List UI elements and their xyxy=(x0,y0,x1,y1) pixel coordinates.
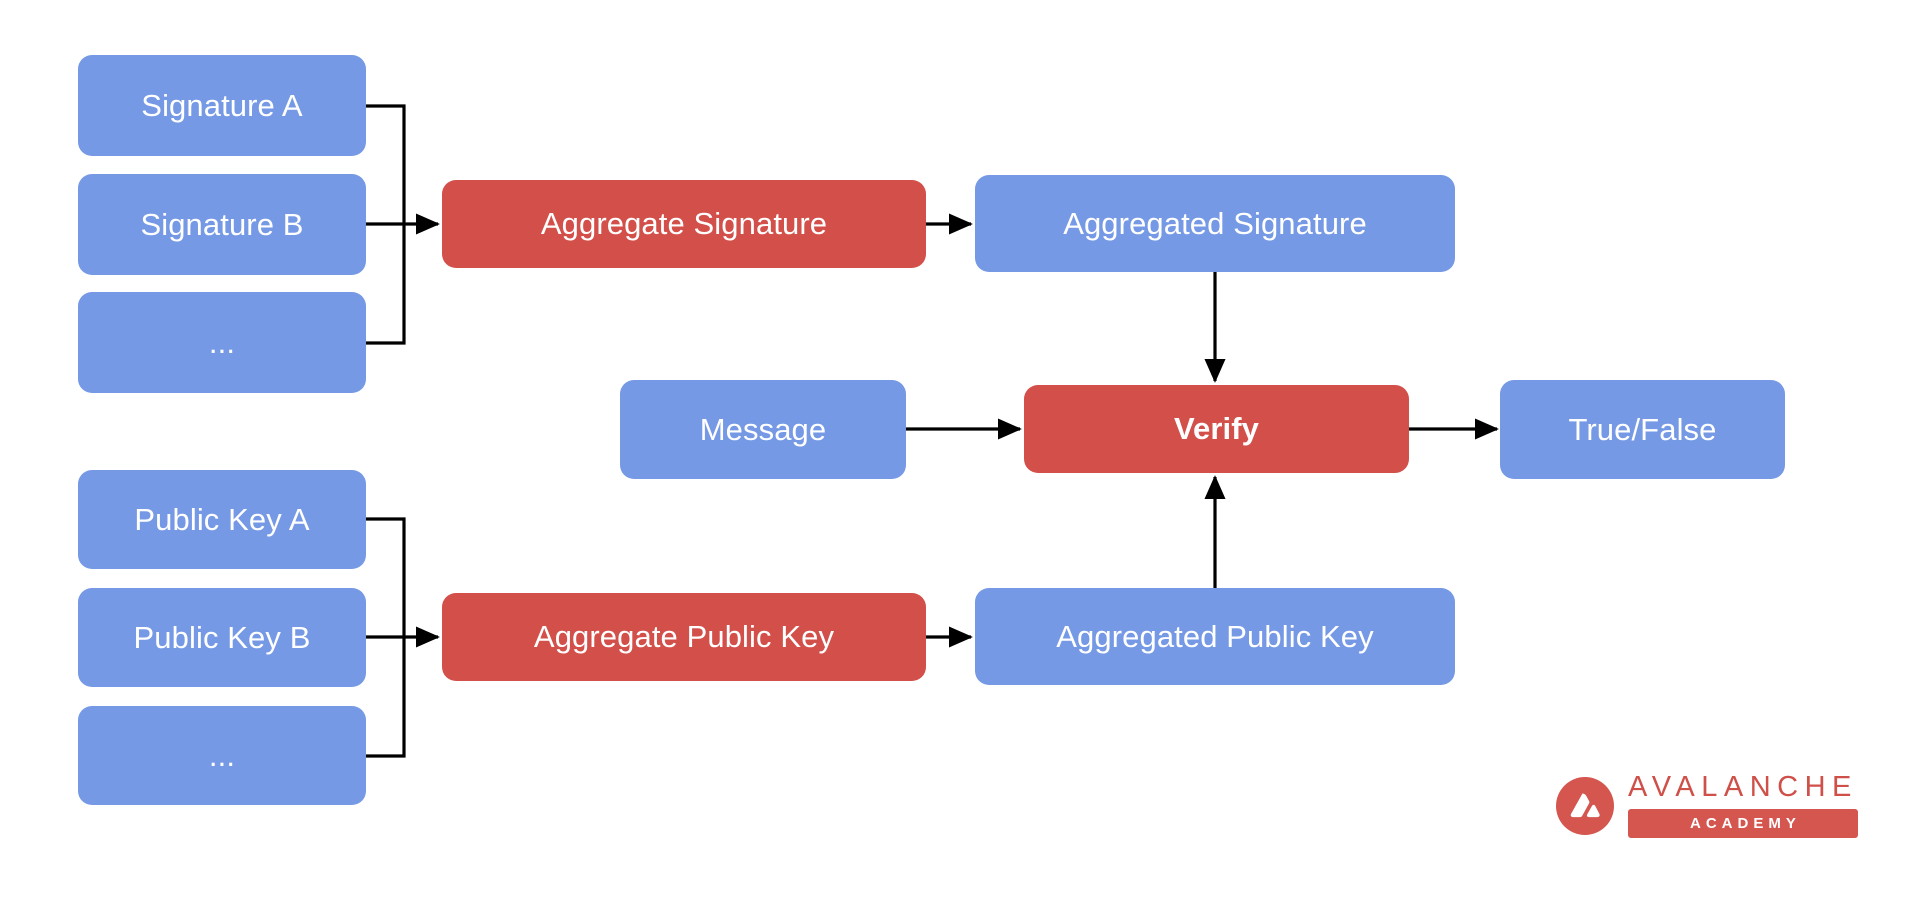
node-signature-b[interactable]: Signature B xyxy=(78,174,366,275)
avalanche-academy-logo: AVALANCHE ACADEMY xyxy=(1556,773,1858,838)
node-aggregated-public-key[interactable]: Aggregated Public Key xyxy=(975,588,1455,685)
edge-public-key-a-bracket xyxy=(366,517,406,637)
edge-signature-a-bracket xyxy=(366,104,406,224)
node-label: Signature B xyxy=(140,206,304,242)
node-label: Aggregated Signature xyxy=(1063,205,1367,241)
avalanche-mark-icon xyxy=(1556,776,1614,835)
node-label: Aggregated Public Key xyxy=(1056,618,1374,654)
node-label: ... xyxy=(208,324,236,360)
node-label: Message xyxy=(699,411,827,447)
node-public-key-ellipsis[interactable]: ... xyxy=(78,706,366,805)
logo-academy-badge: ACADEMY xyxy=(1628,809,1858,838)
node-label: Aggregate Signature xyxy=(540,206,828,242)
node-aggregated-signature[interactable]: Aggregated Signature xyxy=(975,175,1455,272)
node-label: True/False xyxy=(1568,411,1717,447)
logo-wordmark: AVALANCHE xyxy=(1628,771,1858,803)
node-message[interactable]: Message xyxy=(620,380,906,479)
node-aggregate-public-key[interactable]: Aggregate Public Key xyxy=(442,593,926,681)
node-label: Verify xyxy=(1173,411,1260,447)
node-signature-a[interactable]: Signature A xyxy=(78,55,366,156)
node-aggregate-signature[interactable]: Aggregate Signature xyxy=(442,180,926,268)
node-public-key-b[interactable]: Public Key B xyxy=(78,588,366,687)
node-signature-ellipsis[interactable]: ... xyxy=(78,292,366,393)
node-verify[interactable]: Verify xyxy=(1024,385,1409,473)
node-public-key-a[interactable]: Public Key A xyxy=(78,470,366,569)
edge-signature-ellipsis-bracket xyxy=(366,224,406,345)
node-label: Aggregate Public Key xyxy=(533,619,835,655)
logo-text-block: AVALANCHE ACADEMY xyxy=(1628,773,1858,838)
node-label: Public Key B xyxy=(133,619,311,655)
node-label: Signature A xyxy=(141,87,303,123)
node-label: ... xyxy=(208,737,236,773)
node-true-false[interactable]: True/False xyxy=(1500,380,1785,479)
edge-public-key-ellipsis-bracket xyxy=(366,637,406,758)
node-label: Public Key A xyxy=(134,501,310,537)
